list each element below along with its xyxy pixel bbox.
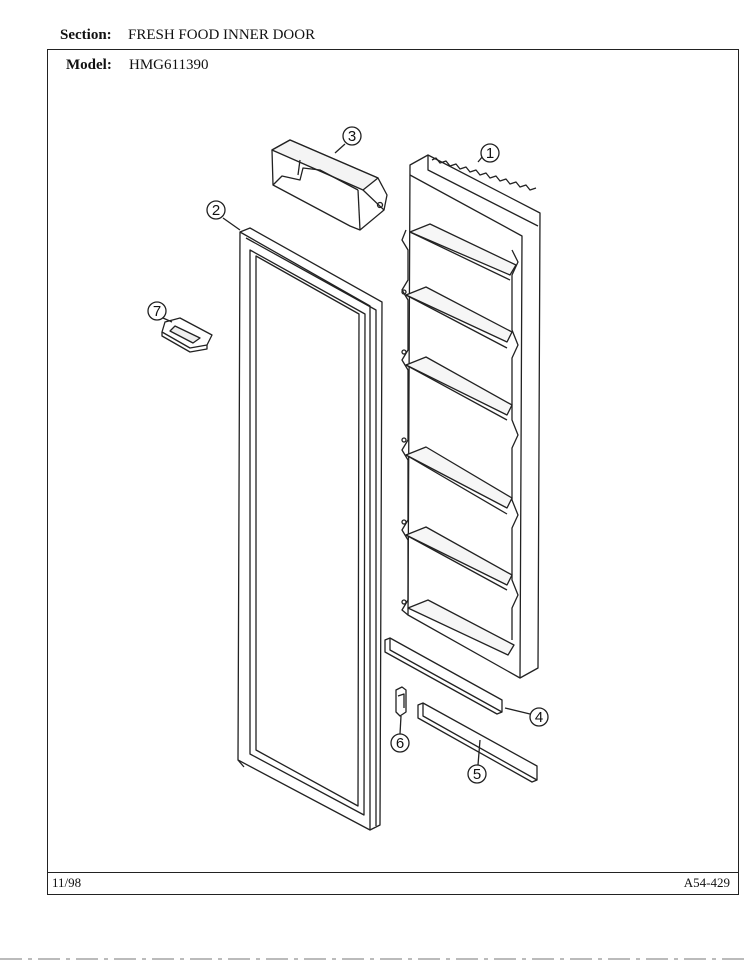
callout-5: 5 bbox=[467, 739, 487, 784]
part-7-small-part bbox=[161, 317, 213, 353]
callout-1: 1 bbox=[477, 143, 500, 163]
callout-4: 4 bbox=[504, 707, 549, 727]
callout-5-label: 5 bbox=[473, 766, 481, 783]
footer-code: A54-429 bbox=[683, 875, 730, 890]
callout-6: 6 bbox=[390, 715, 410, 753]
part-3-door-cover bbox=[271, 139, 388, 231]
section-header: Section: FRESH FOOD INNER DOOR bbox=[60, 27, 315, 44]
callout-4-label: 4 bbox=[535, 709, 543, 726]
callout-7-label: 7 bbox=[153, 303, 161, 320]
diagram-frame: Model: HMG611390 11/98 A54-429 bbox=[47, 49, 739, 895]
footer-rule bbox=[48, 872, 738, 873]
part-2-door-gasket bbox=[237, 227, 383, 831]
callout-2: 2 bbox=[206, 200, 241, 231]
callout-2-label: 2 bbox=[212, 202, 220, 219]
callout-3-label: 3 bbox=[348, 128, 356, 145]
part-5-trim-strip bbox=[417, 702, 538, 783]
callout-3: 3 bbox=[334, 126, 362, 154]
footer-date: 11/98 bbox=[52, 875, 82, 890]
model-label: Model: bbox=[66, 57, 112, 73]
section-label: Section: bbox=[60, 27, 112, 43]
part-6-clip bbox=[395, 686, 407, 717]
callout-6-label: 6 bbox=[396, 735, 404, 752]
callout-1-label: 1 bbox=[486, 145, 494, 162]
part-4-trim-strip bbox=[384, 637, 503, 715]
callout-7: 7 bbox=[147, 301, 173, 323]
model-header: Model: HMG611390 bbox=[66, 57, 208, 74]
part-1-inner-door-liner bbox=[401, 154, 541, 679]
section-value: FRESH FOOD INNER DOOR bbox=[128, 27, 316, 43]
model-value: HMG611390 bbox=[129, 57, 209, 73]
